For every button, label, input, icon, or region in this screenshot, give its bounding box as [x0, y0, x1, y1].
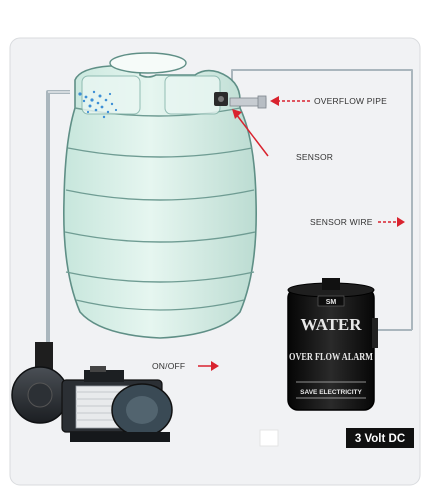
device-brand: SM: [326, 299, 337, 306]
tank-body: [63, 65, 257, 339]
water-spray: [78, 90, 118, 119]
voltage-badge-text: 3 Volt DC: [355, 433, 405, 445]
voltage-badge: 3 Volt DC: [346, 428, 414, 448]
tank-lid: [109, 52, 187, 74]
water-tank: [63, 52, 257, 339]
floor-box: [259, 429, 279, 447]
label-overflow-pipe: OVERFLOW PIPE: [314, 96, 387, 106]
label-sensor: SENSOR: [296, 152, 333, 162]
annotation-arrows: [198, 96, 405, 371]
label-sensor-wire: SENSOR WIRE: [310, 217, 373, 227]
arrow-sensor: [235, 113, 269, 157]
label-on-off: ON/OFF: [152, 361, 185, 371]
water-pump: [11, 342, 173, 442]
voltage-badge-bg: [346, 428, 414, 448]
overflow-alarm-device: SM WATER OVER FLOW ALARM SAVE ELECTRICIT…: [287, 278, 378, 411]
device-cable-socket: [372, 318, 378, 348]
device-subtitle: OVER FLOW ALARM: [289, 351, 373, 363]
device-tagline: SAVE ELECTRICITY: [300, 389, 362, 396]
tank-window-right: [164, 75, 221, 115]
tank-window-left: [81, 75, 141, 115]
device-title: WATER: [300, 315, 362, 334]
pump-switch-box: [84, 370, 124, 382]
sensor-assembly: [214, 92, 267, 109]
